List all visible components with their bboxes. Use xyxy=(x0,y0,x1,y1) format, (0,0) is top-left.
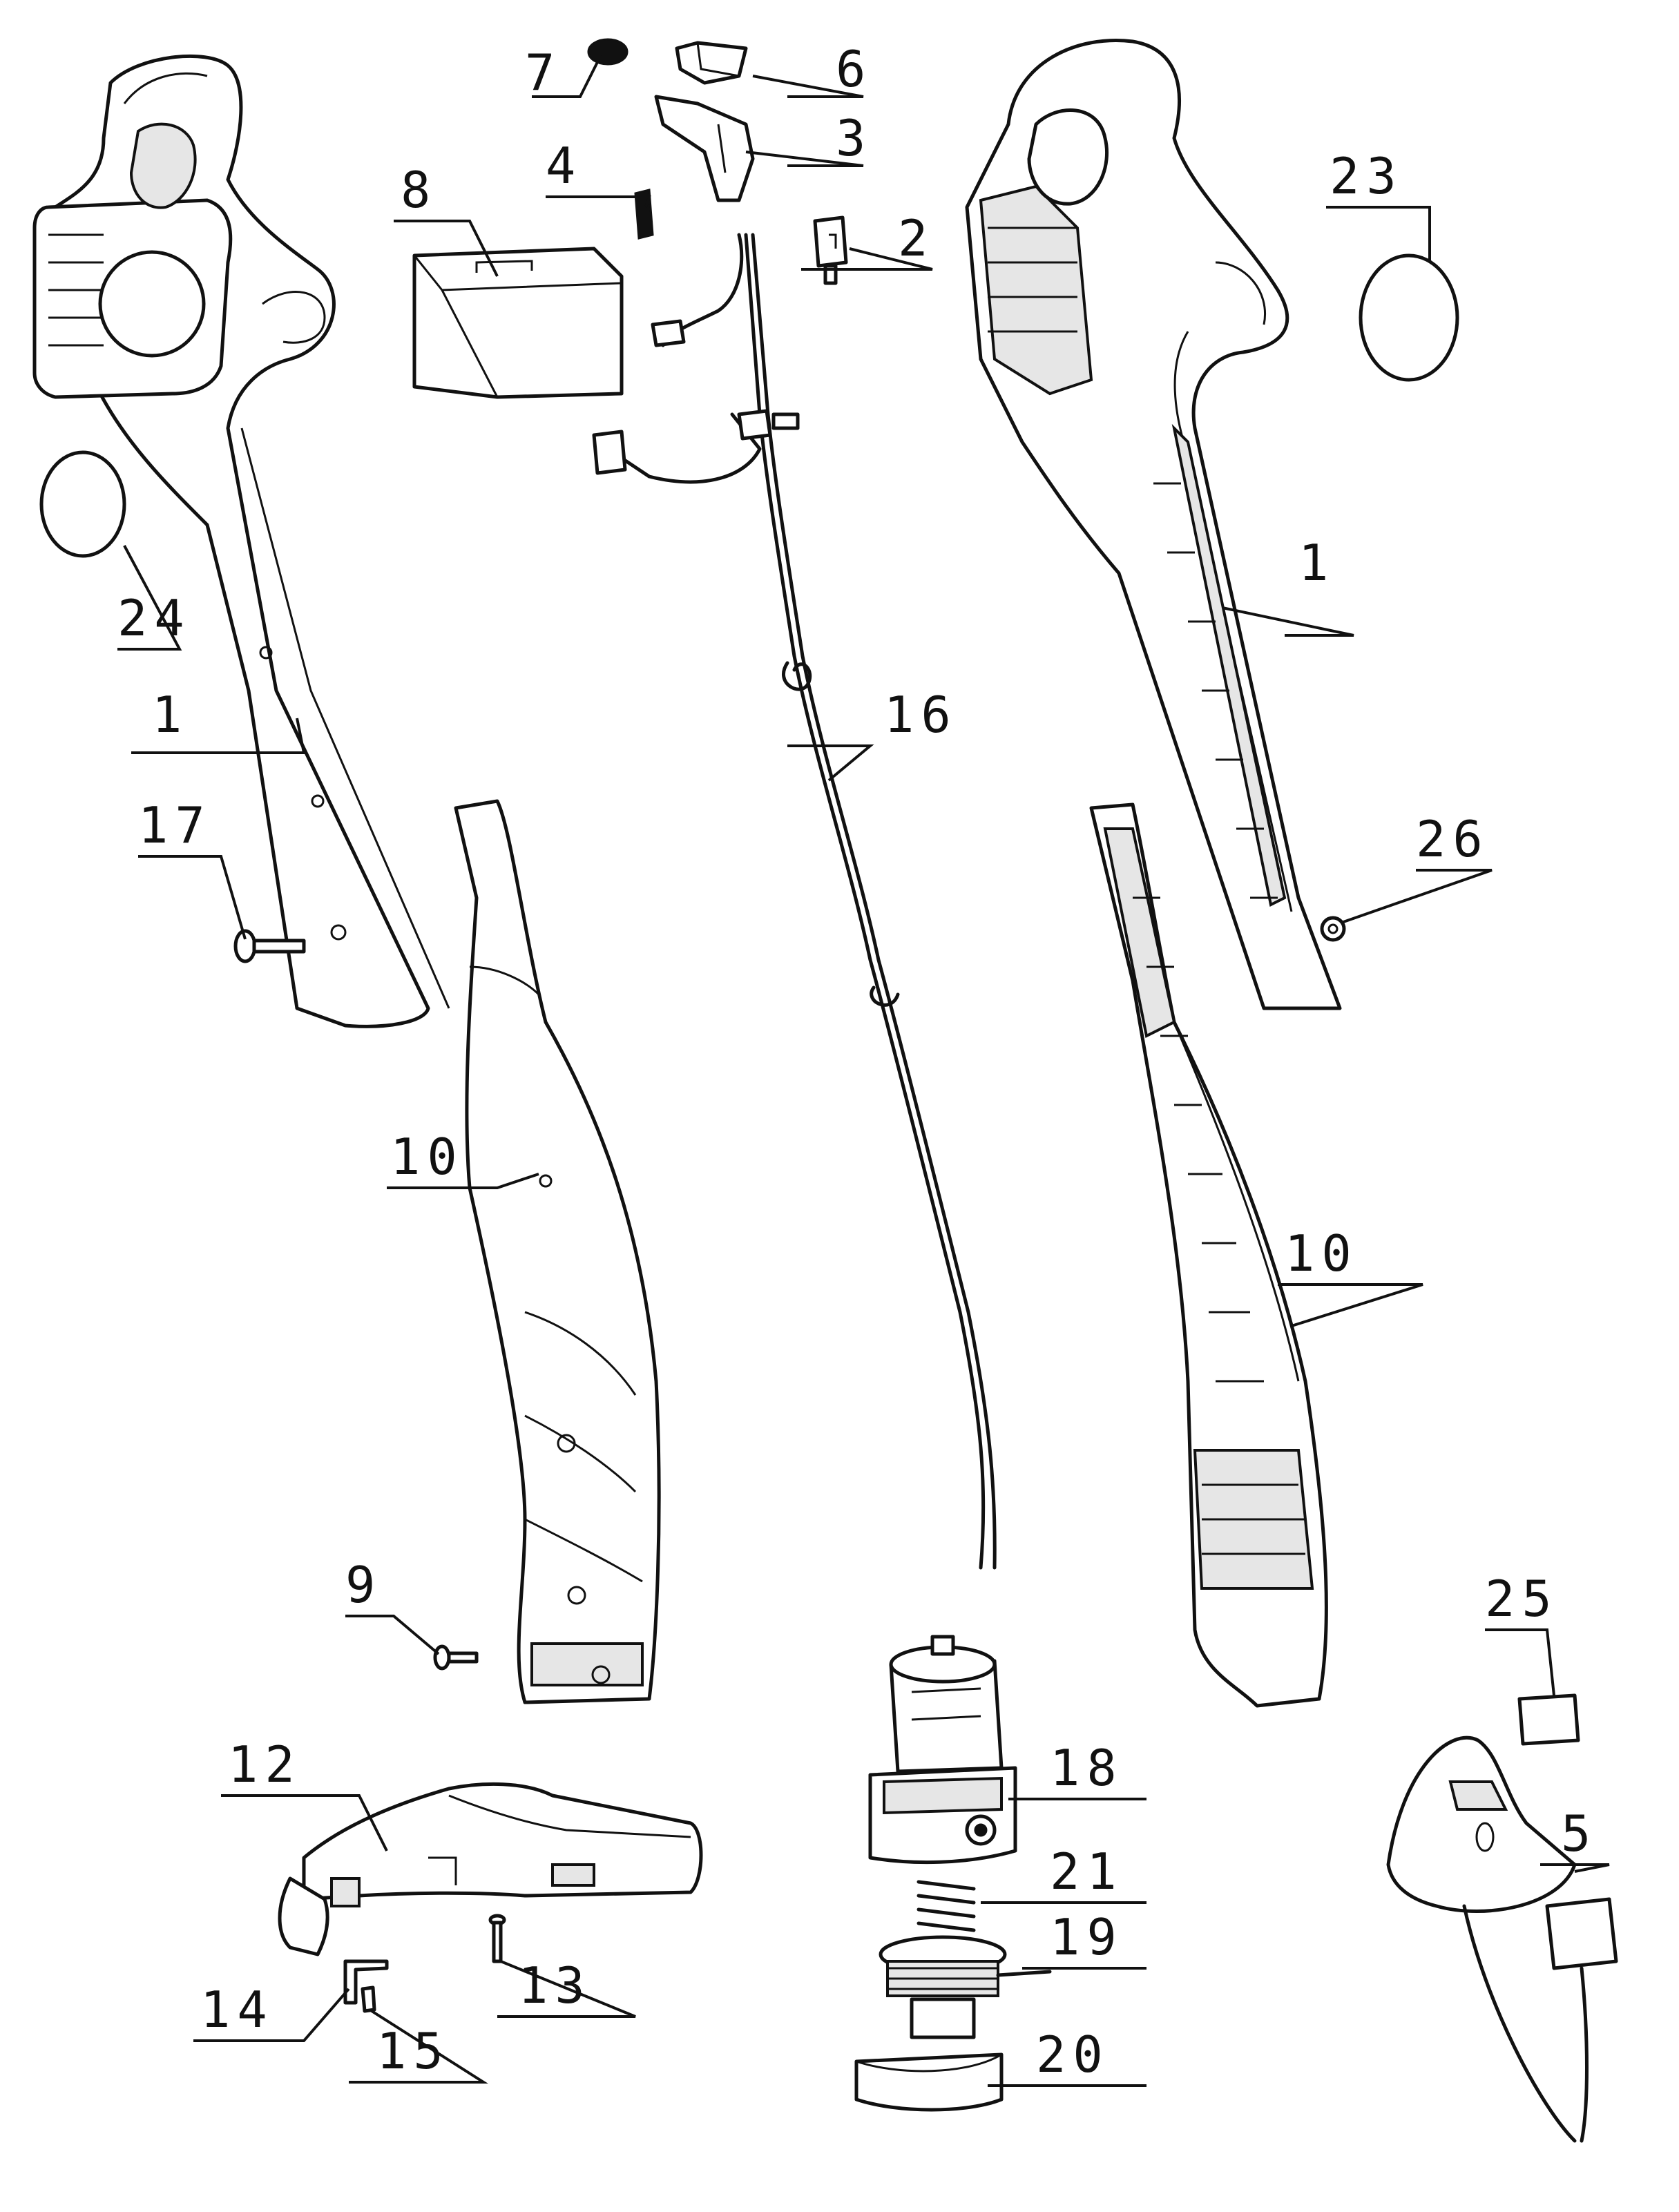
part-10-tube-right xyxy=(1089,802,1328,1708)
part-9-screw xyxy=(433,1644,479,1671)
callout-21: 21 xyxy=(1050,1843,1124,1901)
callout-3: 3 xyxy=(836,109,872,167)
callout-9: 9 xyxy=(345,1556,382,1614)
callout-4: 4 xyxy=(546,137,582,195)
part-8-battery-pack xyxy=(412,247,624,399)
callout-14: 14 xyxy=(200,1981,274,2039)
callout-5: 5 xyxy=(1561,1805,1598,1863)
callout-6: 6 xyxy=(836,40,872,98)
part-14-bracket xyxy=(343,1959,389,2005)
callout-labels: 1 1 2 3 4 5 6 7 8 9 10 10 12 13 14 15 16… xyxy=(117,40,1598,2084)
part-15-clip xyxy=(361,1985,376,2013)
leader-lines xyxy=(117,55,1610,2087)
part-26-nut xyxy=(1320,916,1346,942)
part-12-guard xyxy=(278,1782,703,1956)
callout-7: 7 xyxy=(525,44,562,102)
callout-23: 23 xyxy=(1330,147,1403,205)
callout-10-left: 10 xyxy=(390,1128,464,1186)
part-17-screw xyxy=(233,929,306,963)
callout-19: 19 xyxy=(1050,1908,1124,1966)
part-23-label xyxy=(1359,253,1459,382)
part-7-cap xyxy=(587,38,629,66)
part-18-motor xyxy=(868,1635,1017,1865)
part-16-wiring-harness xyxy=(592,233,997,1570)
callout-20: 20 xyxy=(1036,2026,1110,2084)
part-5-charger xyxy=(1386,1735,1618,2143)
callout-13: 13 xyxy=(518,1956,592,2014)
part-6-switch-button xyxy=(675,41,748,85)
part-1-handle-left xyxy=(32,54,450,1028)
part-24-label xyxy=(39,450,126,558)
callout-15: 15 xyxy=(376,2022,450,2080)
callout-12: 12 xyxy=(228,1735,302,1793)
part-21-spring xyxy=(917,1880,976,1932)
callout-2: 2 xyxy=(898,209,934,267)
callout-1-right: 1 xyxy=(1298,534,1335,592)
callout-10-right: 10 xyxy=(1285,1224,1359,1282)
part-10-tube-left xyxy=(454,799,661,1704)
callout-16: 16 xyxy=(884,686,958,744)
part-3-trigger xyxy=(654,95,755,202)
part-20-spool-cap xyxy=(854,2052,1004,2112)
callout-1-left: 1 xyxy=(152,686,189,744)
part-19-spool xyxy=(879,1935,1052,2039)
callout-8: 8 xyxy=(401,161,437,219)
callout-25: 25 xyxy=(1485,1570,1559,1628)
callout-26: 26 xyxy=(1416,810,1490,868)
part-13-screw xyxy=(488,1914,506,1963)
part-1-handle-right xyxy=(965,39,1342,1010)
callout-24: 24 xyxy=(117,589,191,647)
callout-17: 17 xyxy=(138,796,212,854)
part-2-switch xyxy=(813,215,848,285)
part-25-tag xyxy=(1517,1693,1580,1746)
callout-18: 18 xyxy=(1050,1739,1124,1797)
